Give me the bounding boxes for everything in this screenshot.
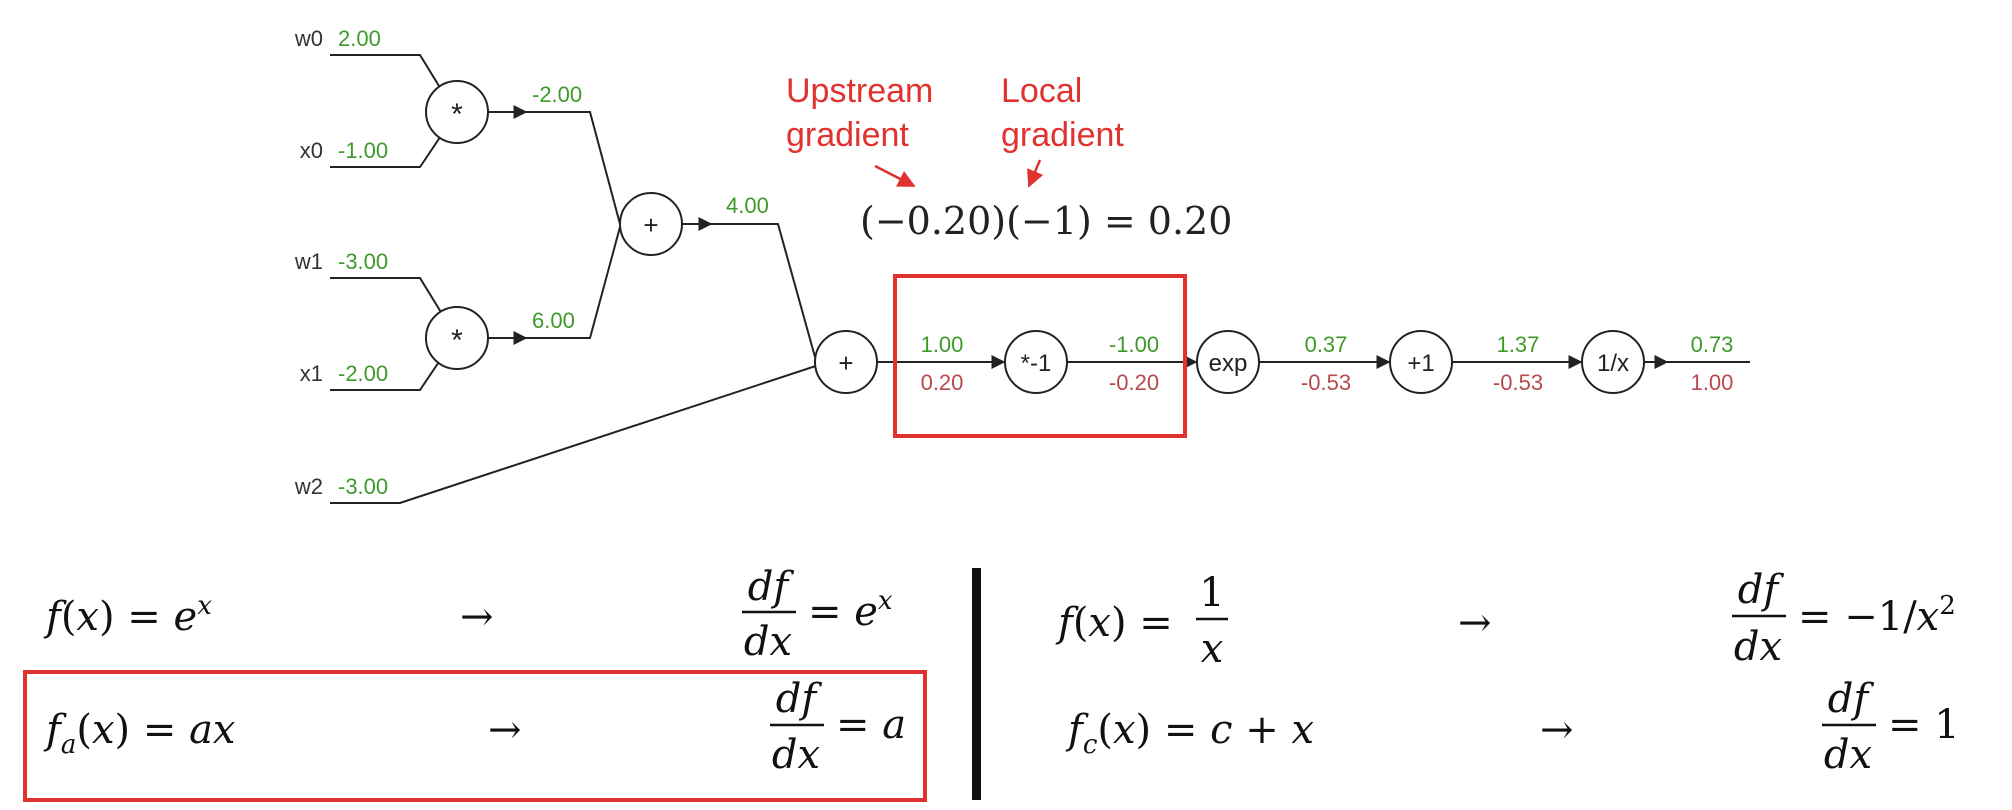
svg-text:dx: dx <box>1734 624 1782 670</box>
svg-text:df: df <box>776 676 823 722</box>
formula-reciprocal-fraction: 1 x <box>1196 570 1228 672</box>
wire-w2 <box>330 357 841 504</box>
svg-text:= −1/x2: = −1/x2 <box>1798 591 1956 640</box>
input-value-w0: 2.00 <box>338 26 381 51</box>
annotation-upstream-line2: gradient <box>786 116 909 154</box>
formula-reciprocal: f(x) = 1 x → df dx = −1/x2 <box>1055 567 1956 672</box>
input-name-x0: x0 <box>300 138 323 163</box>
forward-plus-one-out: 1.37 <box>1497 332 1540 357</box>
svg-text:x: x <box>1201 626 1224 672</box>
formula-scale-function: fa(x) = ax <box>43 707 235 760</box>
svg-text:df: df <box>1738 567 1785 613</box>
gate-add-left-label: + <box>643 210 658 240</box>
gate-add-left: + <box>619 192 683 256</box>
input-name-w0: w0 <box>294 26 323 51</box>
gradient-neg-out: -0.20 <box>1109 370 1159 395</box>
gate-recip-label: 1/x <box>1597 350 1629 377</box>
wire-mul-top-to-add <box>526 111 621 225</box>
gradient-values: 0.20 -0.20 -0.53 -0.53 1.00 <box>921 370 1734 395</box>
formula-exp: f(x) = ex → df dx = ex <box>43 564 893 665</box>
formula-scale-derivative: df dx = a <box>770 676 906 778</box>
gate-mul-top: * <box>425 80 489 144</box>
formula-constant-arrow: → <box>1540 707 1574 753</box>
input-name-w1: w1 <box>294 249 323 274</box>
gate-plus-one: +1 <box>1389 330 1453 394</box>
upstream-pointer-arrow <box>874 164 916 188</box>
formula-exp-arrow: → <box>460 594 494 640</box>
formula-exp-derivative: df dx = ex <box>742 564 893 665</box>
gradient-plus-one-out: -0.53 <box>1493 370 1543 395</box>
forward-mul-top-out: -2.00 <box>532 82 582 107</box>
local-pointer-arrow <box>1027 159 1044 188</box>
input-name-w2: w2 <box>294 474 323 499</box>
svg-text:df: df <box>748 564 795 610</box>
svg-text:dx: dx <box>1824 732 1872 778</box>
wire-add-left-to-main <box>711 223 816 358</box>
forward-mul-bottom-out: 6.00 <box>532 308 575 333</box>
derivative-formulas: f(x) = ex → df dx = ex fa(x) = ax → df d… <box>43 564 1960 778</box>
input-value-x1: -2.00 <box>338 361 388 386</box>
gate-exp: exp <box>1196 330 1260 394</box>
forward-add-left-out: 4.00 <box>726 193 769 218</box>
chain-rule-equation: (−0.20)(−1) = 0.20 <box>860 199 1232 243</box>
gate-neg: *-1 <box>1004 330 1068 394</box>
highlight-box-scale-formula <box>23 670 927 802</box>
gate-mul-bottom: * <box>425 306 489 370</box>
svg-text:1: 1 <box>1199 570 1224 616</box>
gate-plus-one-label: +1 <box>1407 350 1434 377</box>
svg-text:= ex: = ex <box>808 586 893 635</box>
gate-mul-bottom-label: * <box>451 324 463 357</box>
gate-neg-label: *-1 <box>1021 350 1052 377</box>
forward-recip-out: 0.73 <box>1691 332 1734 357</box>
formula-scale-arrow: → <box>488 707 522 753</box>
svg-text:dx: dx <box>772 732 820 778</box>
wire-mul-bottom-to-add <box>526 226 621 339</box>
input-value-x0: -1.00 <box>338 138 388 163</box>
formula-reciprocal-function: f(x) = <box>1055 600 1173 646</box>
gradient-recip-out: 1.00 <box>1691 370 1734 395</box>
formula-reciprocal-derivative: df dx = −1/x2 <box>1732 567 1956 670</box>
formula-reciprocal-arrow: → <box>1458 600 1492 646</box>
gate-add-main: + <box>814 330 878 394</box>
annotation-local-line2: gradient <box>1001 116 1124 154</box>
svg-text:df: df <box>1828 676 1875 722</box>
gate-mul-top-label: * <box>451 98 463 131</box>
gradient-exp-out: -0.53 <box>1301 370 1351 395</box>
forward-exp-out: 0.37 <box>1305 332 1348 357</box>
forward-neg-out: -1.00 <box>1109 332 1159 357</box>
annotation-upstream-line1: Upstream <box>786 72 933 110</box>
svg-text:= a: = a <box>836 702 906 748</box>
formula-constant-function: fc(x) = c + x <box>1065 707 1314 760</box>
gate-add-main-label: + <box>838 348 853 378</box>
formula-exp-function: f(x) = ex <box>43 591 212 640</box>
forward-values: -2.00 6.00 4.00 1.00 -1.00 0.37 1.37 0.7… <box>532 82 1733 357</box>
annotation-local-line1: Local <box>1001 72 1082 110</box>
gradient-add-main-out: 0.20 <box>921 370 964 395</box>
graph-wires <box>330 54 1750 504</box>
gate-recip: 1/x <box>1581 330 1645 394</box>
svg-text:= 1: = 1 <box>1888 702 1960 748</box>
input-value-w1: -3.00 <box>338 249 388 274</box>
formula-divider <box>972 568 981 800</box>
input-name-x1: x1 <box>300 361 323 386</box>
svg-text:dx: dx <box>744 619 792 665</box>
input-labels: w0 2.00 x0 -1.00 w1 -3.00 x1 -2.00 w2 -3… <box>294 26 388 499</box>
formula-constant-derivative: df dx = 1 <box>1822 676 1960 778</box>
gate-exp-label: exp <box>1209 350 1248 377</box>
annotations: Upstream gradient Local gradient <box>786 72 1124 154</box>
formula-constant: fc(x) = c + x → df dx = 1 <box>1065 676 1960 778</box>
highlight-box-neg-gate <box>893 274 1187 438</box>
input-value-w2: -3.00 <box>338 474 388 499</box>
forward-add-main-out: 1.00 <box>921 332 964 357</box>
formula-scale: fa(x) = ax → df dx = a <box>43 676 906 778</box>
